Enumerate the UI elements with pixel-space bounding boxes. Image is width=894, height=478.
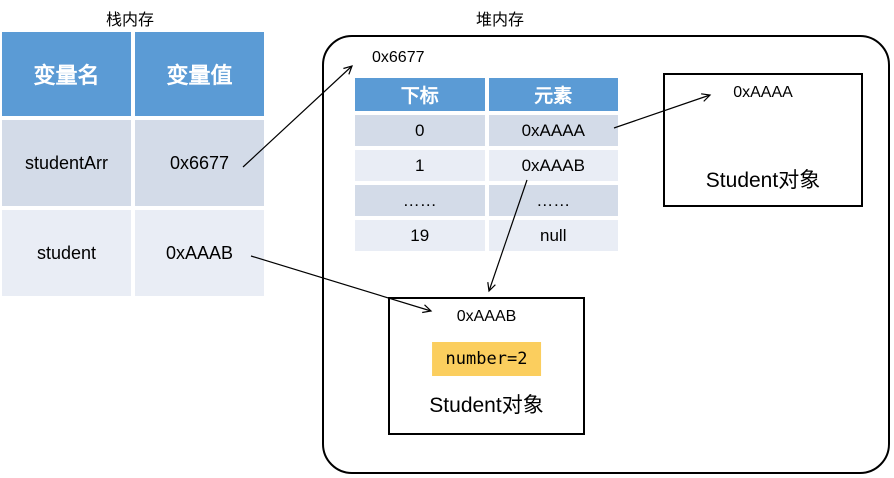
object-address-label: 0xAAAB (456, 308, 517, 325)
student-object-box-aaab: 0xAAAB number=2 Student对象 (388, 297, 585, 435)
array-cell-index: …… (355, 185, 485, 216)
heap-memory-title: 堆内存 (475, 12, 524, 29)
array-cell-element: null (488, 220, 618, 251)
array-cell-element: 0xAAAB (488, 150, 618, 181)
array-cell-index: 19 (355, 220, 485, 251)
array-header-index: 下标 (355, 78, 485, 111)
stack-cell-var-value: 0x6677 (135, 120, 264, 206)
heap-array-table: 下标 元素 0 0xAAAA 1 0xAAAB …… …… 19 null (355, 78, 618, 251)
array-cell-element: …… (488, 185, 618, 216)
stack-cell-var-name: student (2, 210, 131, 296)
stack-header-var-value: 变量值 (135, 32, 264, 116)
object-type-label: Student对象 (705, 169, 821, 192)
object-address-label: 0xAAAA (733, 84, 793, 101)
array-address-label: 0x6677 (372, 49, 425, 66)
stack-memory-title: 栈内存 (105, 12, 154, 29)
stack-variable-table: 变量名 变量值 studentArr 0x6677 student 0xAAAB (2, 32, 264, 296)
object-field-value: number=2 (431, 342, 542, 376)
array-header-element: 元素 (488, 78, 618, 111)
stack-header-var-name: 变量名 (2, 32, 131, 116)
array-cell-index: 1 (355, 150, 485, 181)
stack-cell-var-name: studentArr (2, 120, 131, 206)
array-cell-element: 0xAAAA (488, 115, 618, 146)
array-cell-index: 0 (355, 115, 485, 146)
object-type-label: Student对象 (429, 394, 544, 417)
student-object-box-aaaa: 0xAAAA Student对象 (663, 73, 863, 207)
stack-cell-var-value: 0xAAAB (135, 210, 264, 296)
